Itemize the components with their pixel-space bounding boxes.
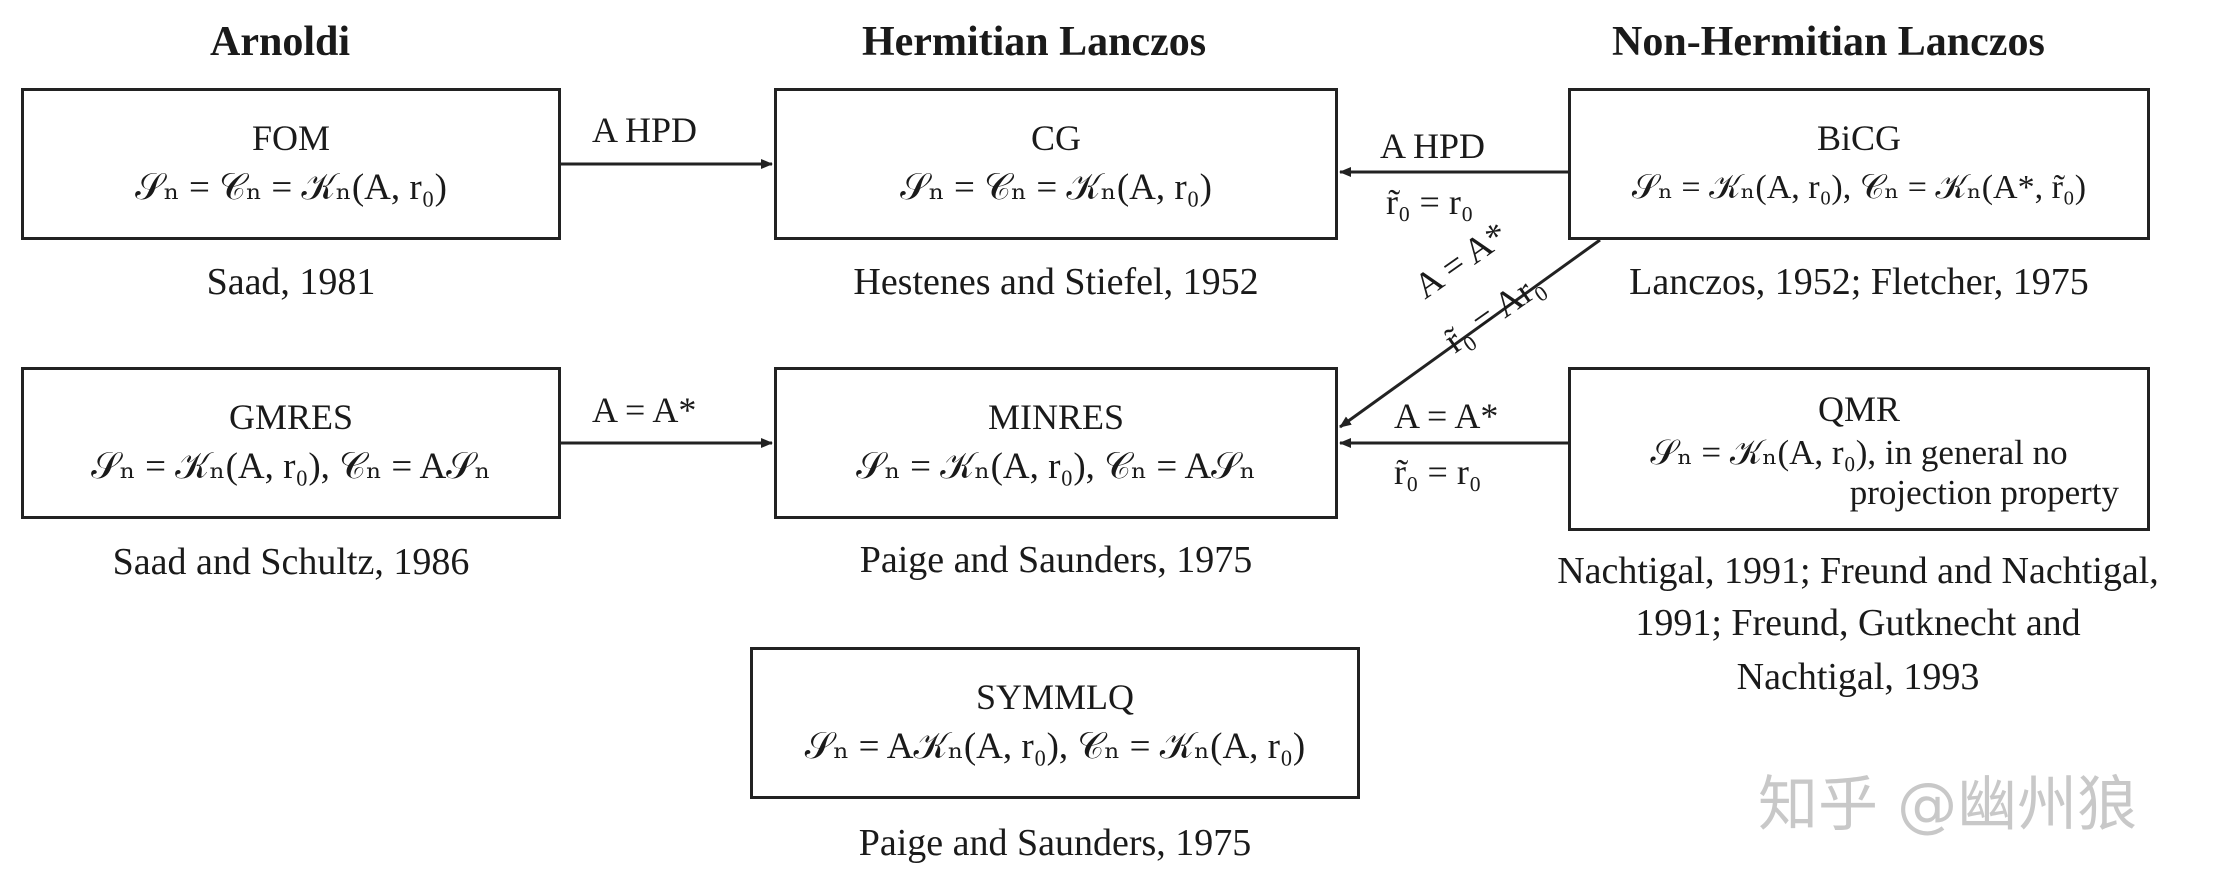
node-qmr-formula-line2: projection property xyxy=(1849,473,2119,512)
node-symmlq-formula: 𝒮ₙ = A𝒦ₙ(A, r₀), 𝒞ₙ = 𝒦ₙ(A, r₀) xyxy=(804,726,1306,767)
edge-label-qmr-minres-2: r̃₀ = r₀ xyxy=(1394,452,1482,492)
node-fom: FOM 𝒮ₙ = 𝒞ₙ = 𝒦ₙ(A, r₀) xyxy=(21,88,561,240)
citation-minres: Paige and Saunders, 1975 xyxy=(859,539,1253,581)
edge-label-bicg-cg-1: A HPD xyxy=(1380,126,1486,166)
node-qmr-formula-line1: 𝒮ₙ = 𝒦ₙ(A, r₀), in general no xyxy=(1650,433,2068,472)
node-cg-formula: 𝒮ₙ = 𝒞ₙ = 𝒦ₙ(A, r₀) xyxy=(900,167,1212,208)
node-fom-name: FOM xyxy=(251,118,331,158)
column-title-arnoldi: Arnoldi xyxy=(210,19,351,65)
citation-gmres: Saad and Schultz, 1986 xyxy=(112,541,470,583)
citation-qmr-line3: Nachtigal, 1993 xyxy=(1736,656,1980,698)
edge-label-gmres-minres: A = A* xyxy=(592,390,697,430)
node-minres: MINRES 𝒮ₙ = 𝒦ₙ(A, r₀), 𝒞ₙ = A𝒮ₙ xyxy=(774,367,1338,519)
node-symmlq: SYMMLQ 𝒮ₙ = A𝒦ₙ(A, r₀), 𝒞ₙ = 𝒦ₙ(A, r₀) xyxy=(750,647,1360,799)
node-qmr: QMR 𝒮ₙ = 𝒦ₙ(A, r₀), in general no projec… xyxy=(1568,367,2150,531)
column-title-non-hermitian-lanczos: Non-Hermitian Lanczos xyxy=(1612,19,2045,65)
node-gmres: GMRES 𝒮ₙ = 𝒦ₙ(A, r₀), 𝒞ₙ = A𝒮ₙ xyxy=(21,367,561,519)
node-minres-name: MINRES xyxy=(987,397,1125,437)
node-gmres-formula: 𝒮ₙ = 𝒦ₙ(A, r₀), 𝒞ₙ = A𝒮ₙ xyxy=(91,446,491,487)
citation-symmlq: Paige and Saunders, 1975 xyxy=(858,822,1252,864)
watermark: 知乎 @幽州狼 xyxy=(1758,770,2138,840)
node-cg: CG 𝒮ₙ = 𝒞ₙ = 𝒦ₙ(A, r₀) xyxy=(774,88,1338,240)
edge-label-fom-cg: A HPD xyxy=(592,110,698,150)
edge-label-bicg-cg-2: r̃₀ = r₀ xyxy=(1386,182,1474,222)
node-gmres-name: GMRES xyxy=(228,397,354,437)
node-bicg: BiCG 𝒮ₙ = 𝒦ₙ(A, r₀), 𝒞ₙ = 𝒦ₙ(A*, r̃₀) xyxy=(1568,88,2150,240)
node-bicg-name: BiCG xyxy=(1816,118,1902,158)
node-bicg-formula: 𝒮ₙ = 𝒦ₙ(A, r₀), 𝒞ₙ = 𝒦ₙ(A*, r̃₀) xyxy=(1631,169,2087,206)
node-qmr-name: QMR xyxy=(1817,389,1901,429)
edge-label-qmr-minres-1: A = A* xyxy=(1394,396,1499,436)
node-cg-name: CG xyxy=(1030,118,1081,158)
citation-cg: Hestenes and Stiefel, 1952 xyxy=(853,261,1259,303)
citation-bicg: Lanczos, 1952; Fletcher, 1975 xyxy=(1629,261,2089,303)
node-minres-formula: 𝒮ₙ = 𝒦ₙ(A, r₀), 𝒞ₙ = A𝒮ₙ xyxy=(856,446,1256,487)
node-symmlq-name: SYMMLQ xyxy=(975,677,1135,717)
citation-fom: Saad, 1981 xyxy=(206,261,376,303)
citation-qmr-line1: Nachtigal, 1991; Freund and Nachtigal, xyxy=(1557,550,2159,592)
citation-qmr-line2: 1991; Freund, Gutknecht and xyxy=(1635,602,2081,644)
edge-bicg-to-minres xyxy=(1339,238,1601,429)
column-title-hermitian-lanczos: Hermitian Lanczos xyxy=(862,19,1207,65)
node-fom-formula: 𝒮ₙ = 𝒞ₙ = 𝒦ₙ(A, r₀) xyxy=(135,167,447,208)
